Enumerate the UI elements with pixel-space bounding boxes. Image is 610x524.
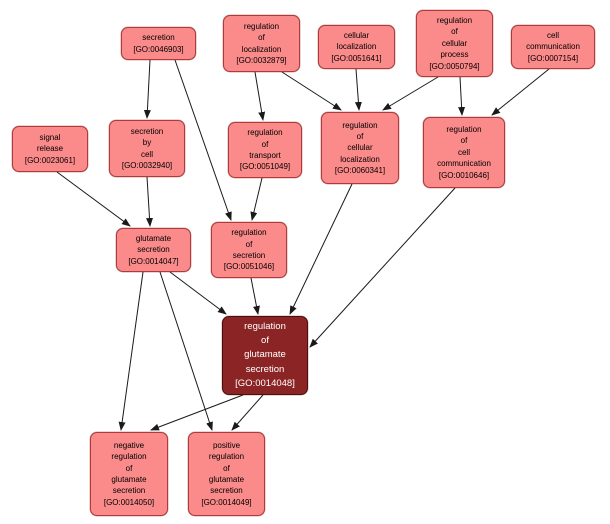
node-label-line: cell (457, 147, 470, 157)
node-GO-0014048[interactable]: regulation of glutamate secretion [GO:001404… (222, 316, 308, 395)
node-label-line: communication (437, 159, 491, 169)
node-label-line: localization (241, 44, 282, 54)
node-label-line: cell (140, 149, 153, 159)
edge-GO-0050794-to-GO-0060341 (382, 76, 439, 111)
node-GO-0014047[interactable]: glutamate secretion[GO:0014047] (116, 228, 191, 272)
edge-GO-0010646-to-GO-0014048 (309, 187, 456, 348)
node-label-line: localization (336, 42, 377, 52)
edge-GO-0051641-to-GO-0060341 (354, 68, 362, 111)
node-label-line: cellular (347, 143, 373, 153)
node-label-line: glutamate (244, 349, 286, 361)
node-label-line: secretion (232, 251, 266, 260)
node-label-line: [GO:0051049] (239, 162, 291, 172)
node-label-line: glutamate (208, 475, 245, 484)
node-label-line: of (261, 139, 269, 149)
node-label-line: regulation (208, 452, 245, 462)
node-label-line: secretion (142, 33, 175, 43)
edge-GO-0032940-to-GO-0014047 (146, 176, 154, 227)
node-label-line: glutamate (111, 475, 147, 484)
node-label-line: [GO:0010646] (438, 170, 490, 180)
node-label-line: signal (39, 132, 61, 142)
edge-GO-0007154-to-GO-0010646 (491, 68, 550, 116)
node-label-line: of (223, 463, 230, 473)
node-label-line: [GO:0050794] (429, 61, 480, 71)
node-label-line: of (125, 463, 133, 473)
node-label-line: of (258, 33, 265, 43)
node-label-line: [GO:0014047] (128, 256, 179, 266)
node-label-line: regulation (243, 21, 280, 31)
node-label-line: by (142, 138, 152, 148)
node-label-line: secretion (112, 486, 146, 496)
edge-GO-0046903-to-GO-0051046 (174, 59, 232, 221)
node-label-line: secretion (210, 486, 243, 496)
node-label-line: [GO:0007154] (527, 53, 579, 63)
node-label-line: of (451, 27, 458, 37)
node-label-line: of (261, 335, 269, 347)
node-label-line: [GO:0023061] (24, 155, 76, 165)
node-label-line: localization (340, 154, 380, 164)
edge-GO-0032879-to-GO-0060341 (281, 71, 342, 111)
edge-GO-0051046-to-GO-0014048 (250, 277, 260, 315)
node-GO-0023061[interactable]: signal release[GO:0023061] (12, 126, 88, 172)
node-label-line: communication (526, 42, 580, 52)
edge-GO-0014047-to-GO-0014050 (118, 271, 144, 431)
node-label-line: cellular (441, 38, 468, 48)
node-GO-0007154[interactable]: cell communication[GO:0007154] (511, 25, 595, 69)
edge-GO-0032879-to-GO-0051049 (254, 71, 266, 121)
node-label-line: of (245, 239, 253, 249)
node-label-line: regulation (446, 125, 482, 135)
edge-GO-0051049-to-GO-0051046 (250, 177, 263, 221)
node-GO-0046903[interactable]: secretion[GO:0046903] (121, 27, 196, 60)
node-label-line: regulation (342, 120, 378, 130)
node-label-line: secretion (130, 126, 164, 136)
node-label-line: glutamate (135, 233, 172, 243)
node-label-line: [GO:0032940] (121, 160, 173, 170)
node-label-line: of (356, 131, 364, 141)
node-label-line: cell (546, 30, 559, 40)
node-label-line: process (440, 50, 469, 60)
node-label-line: regulation (436, 16, 473, 26)
node-label-line: secretion (137, 245, 170, 255)
node-label-line: [GO:0014049] (201, 497, 252, 507)
edge-GO-0023061-to-GO-0014047 (56, 171, 131, 227)
node-label-line: secretion (245, 363, 285, 375)
edge-GO-0014047-to-GO-0014048 (169, 271, 227, 315)
node-label-line: positive (212, 440, 241, 450)
node-label-line: regulation (244, 320, 286, 332)
edge-GO-0014047-to-GO-0014049 (159, 271, 213, 431)
node-label-line: [GO:0046903] (133, 44, 184, 54)
node-label-line: [GO:0051046] (223, 262, 275, 272)
edge-GO-0014048-to-GO-0014050 (150, 394, 244, 431)
node-label-line: [GO:0014048] (235, 377, 295, 389)
node-label-line: [GO:0051641] (331, 53, 382, 63)
node-label-line: regulation (231, 228, 267, 238)
node-label-line: regulation (111, 452, 147, 462)
edge-GO-0014048-to-GO-0014049 (231, 394, 264, 431)
node-label-line: transport (249, 151, 281, 160)
edge-GO-0046903-to-GO-0032940 (143, 59, 151, 119)
node-label-line: [GO:0060341] (334, 166, 386, 176)
node-label-line: [GO:0032879] (236, 55, 287, 65)
edge-GO-0050794-to-GO-0010646 (458, 76, 466, 116)
edge-GO-0060341-to-GO-0014048 (289, 183, 353, 315)
node-label-line: of (460, 136, 468, 146)
node-label-line: cellular (343, 30, 370, 40)
node-GO-0051641[interactable]: cellular localization[GO:0051641] (318, 25, 395, 69)
node-label-line: regulation (247, 128, 283, 138)
node-label-line: negative (113, 440, 145, 450)
node-label-line: release (36, 144, 64, 154)
node-label-line: [GO:0014050] (103, 497, 155, 507)
